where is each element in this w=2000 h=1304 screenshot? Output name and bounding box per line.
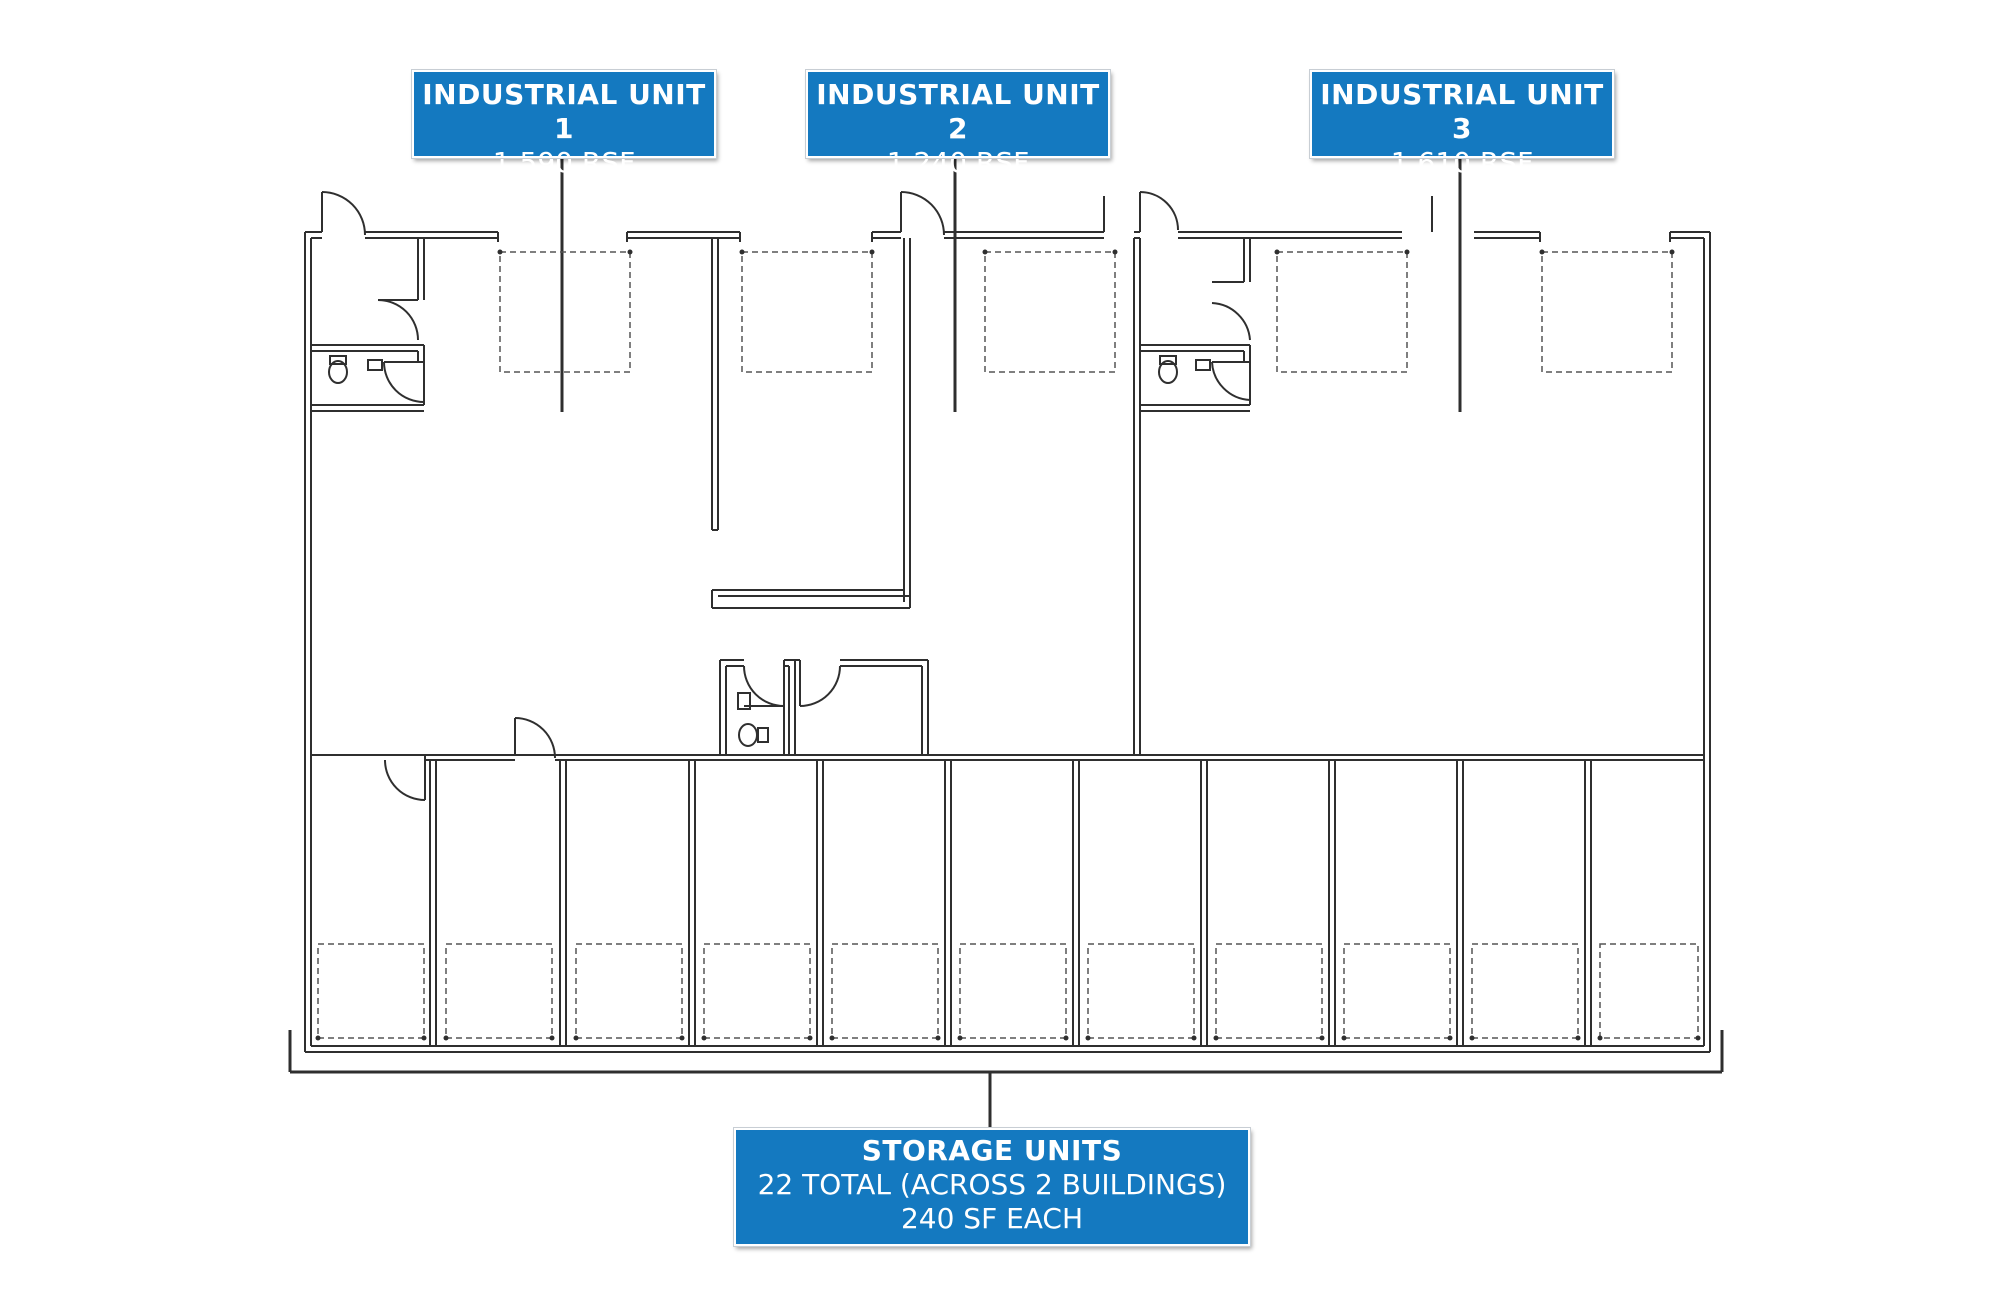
overhead-door-zones-storage (317, 943, 1699, 1039)
industrial-unit-3-area: 1,610 RSF (1390, 146, 1534, 179)
unit1-interior-doors (311, 717, 1704, 801)
industrial-unit-2-callout: INDUSTRIAL UNIT 2 1,240 RSF (805, 69, 1111, 179)
industrial-unit-2-title: INDUSTRIAL UNIT 2 (816, 78, 1100, 145)
industrial-unit-2-area: 1,240 RSF (886, 146, 1030, 179)
unit2-unit3-partition (311, 238, 1704, 756)
storage-units-size: 240 SF EACH (900, 1202, 1084, 1235)
storage-partitions (429, 760, 1592, 1046)
unit1-unit2-partition (711, 238, 911, 609)
entry-doors-top (321, 191, 1433, 236)
callout-leaders (560, 156, 1462, 412)
storage-units-callout: STORAGE UNITS 22 TOTAL (ACROSS 2 BUILDIN… (733, 1127, 1251, 1247)
industrial-unit-1-title: INDUSTRIAL UNIT 1 (422, 78, 706, 145)
overhead-door-zones-top (499, 251, 1673, 373)
unit3-restroom (1140, 238, 1251, 412)
industrial-unit-1-callout: INDUSTRIAL UNIT 1 1,590 RSF (411, 69, 717, 179)
industrial-unit-3-title: INDUSTRIAL UNIT 3 (1320, 78, 1604, 145)
central-restroom (719, 659, 929, 755)
outer-wall (304, 231, 1711, 1053)
industrial-unit-3-callout: INDUSTRIAL UNIT 3 1,610 RSF (1309, 69, 1615, 179)
unit1-restroom (311, 238, 425, 412)
industrial-unit-1-area: 1,590 RSF (492, 146, 636, 179)
storage-bracket (288, 1030, 1724, 1128)
door-track-dots (315, 249, 1701, 1041)
storage-units-count: 22 TOTAL (ACROSS 2 BUILDINGS) (757, 1168, 1227, 1201)
storage-units-title: STORAGE UNITS (861, 1134, 1123, 1167)
